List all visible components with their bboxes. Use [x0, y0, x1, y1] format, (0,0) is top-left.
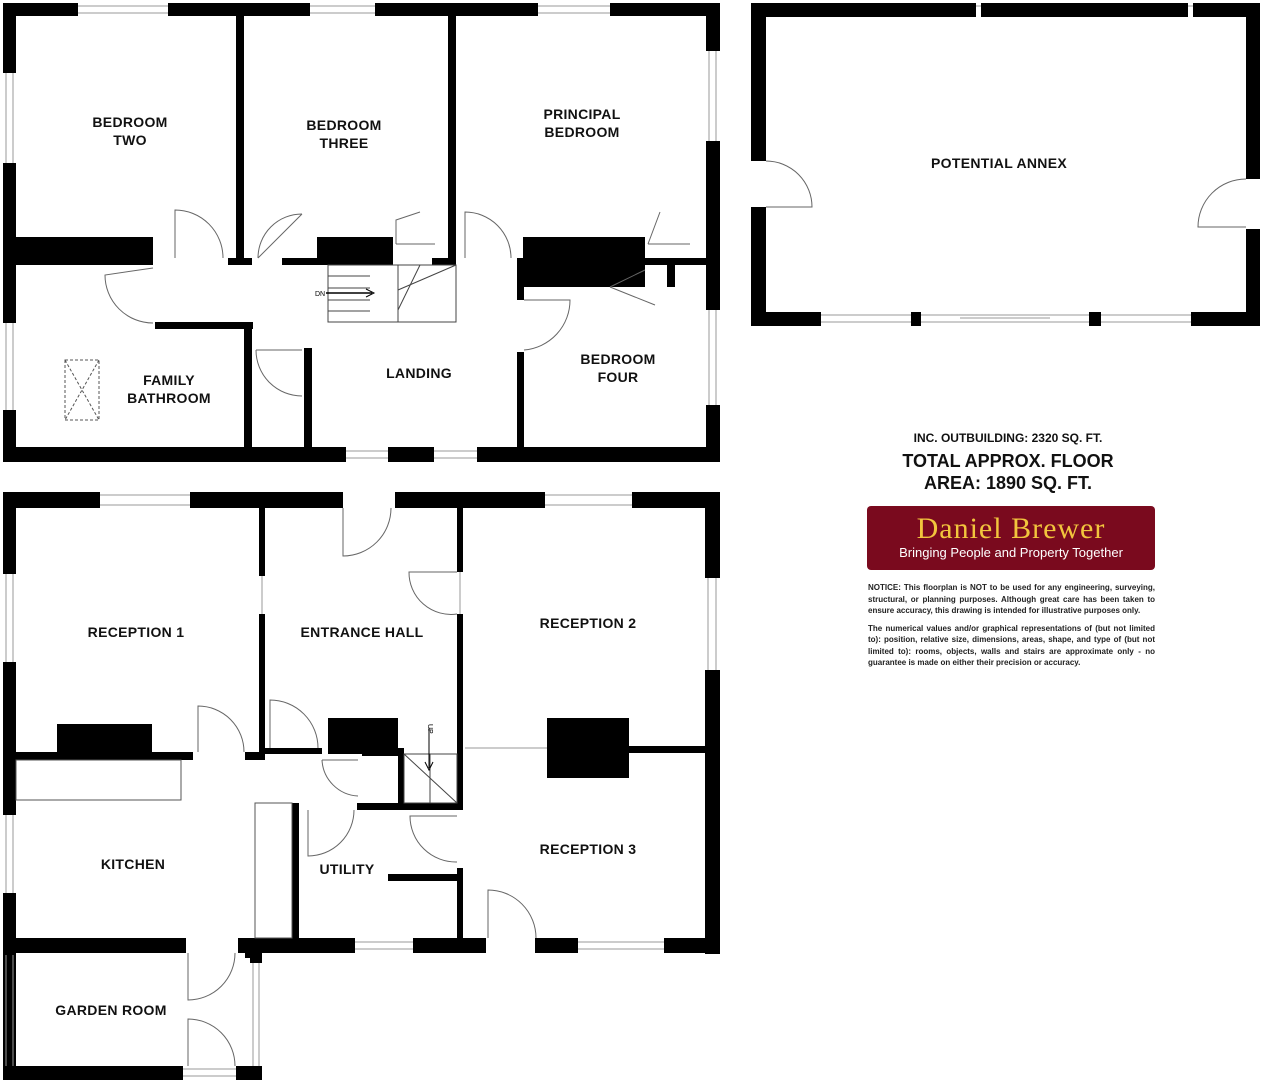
- room-label-utility: UTILITY: [320, 861, 375, 877]
- room-label-landing: LANDING: [386, 365, 452, 381]
- skylight-icon: [64, 359, 100, 421]
- annex-doors: [765, 160, 1247, 228]
- stairs-up-label: UP: [426, 724, 433, 734]
- total-area-line-2: AREA: 1890 SQ. FT.: [923, 473, 1093, 493]
- first-floor-windows: [5, 5, 717, 459]
- first-floor-doors: [104, 209, 690, 397]
- total-area-line-1: TOTAL APPROX. FLOOR: [902, 451, 1114, 471]
- agent-tagline: Bringing People and Property Together: [899, 545, 1123, 560]
- ground-floor-windows: [5, 494, 717, 1077]
- outbuilding-area: INC. OUTBUILDING: 2320 SQ. FT.: [913, 431, 1103, 445]
- total-floor-area: TOTAL APPROX. FLOOR AREA: 1890 SQ. FT.: [868, 450, 1148, 494]
- room-label-garden-room: GARDEN ROOM: [55, 1002, 166, 1018]
- agent-name: Daniel Brewer: [916, 512, 1106, 545]
- disclaimer-notice: NOTICE: This floorplan is NOT to be used…: [868, 583, 1155, 615]
- room-label-kitchen: KITCHEN: [101, 856, 165, 872]
- annex-windows: [821, 5, 1193, 323]
- room-label-entrance-hall: ENTRANCE HALL: [301, 624, 424, 640]
- stairs-down-label: DN: [315, 291, 325, 298]
- room-label-potential-annex: POTENTIAL ANNEX: [931, 155, 1067, 171]
- room-label-reception-2: RECEPTION 2: [540, 615, 637, 631]
- first-floor: [3, 3, 720, 462]
- ground-floor-doors: [187, 507, 537, 1067]
- ground-floor-stairs: [403, 728, 458, 804]
- kitchen-units: [15, 759, 293, 939]
- first-floor-stairs: [326, 264, 457, 323]
- room-label-reception-3: RECEPTION 3: [540, 841, 637, 857]
- annex-walls: [751, 3, 1260, 326]
- disclaimer-values: The numerical values and/or graphical re…: [868, 623, 1155, 668]
- room-label-reception-1: RECEPTION 1: [88, 624, 185, 640]
- agent-logo: Daniel Brewer Bringing People and Proper…: [867, 506, 1155, 570]
- ground-floor: [3, 492, 720, 1080]
- disclaimer: NOTICE: This floorplan is NOT to be used…: [868, 582, 1155, 675]
